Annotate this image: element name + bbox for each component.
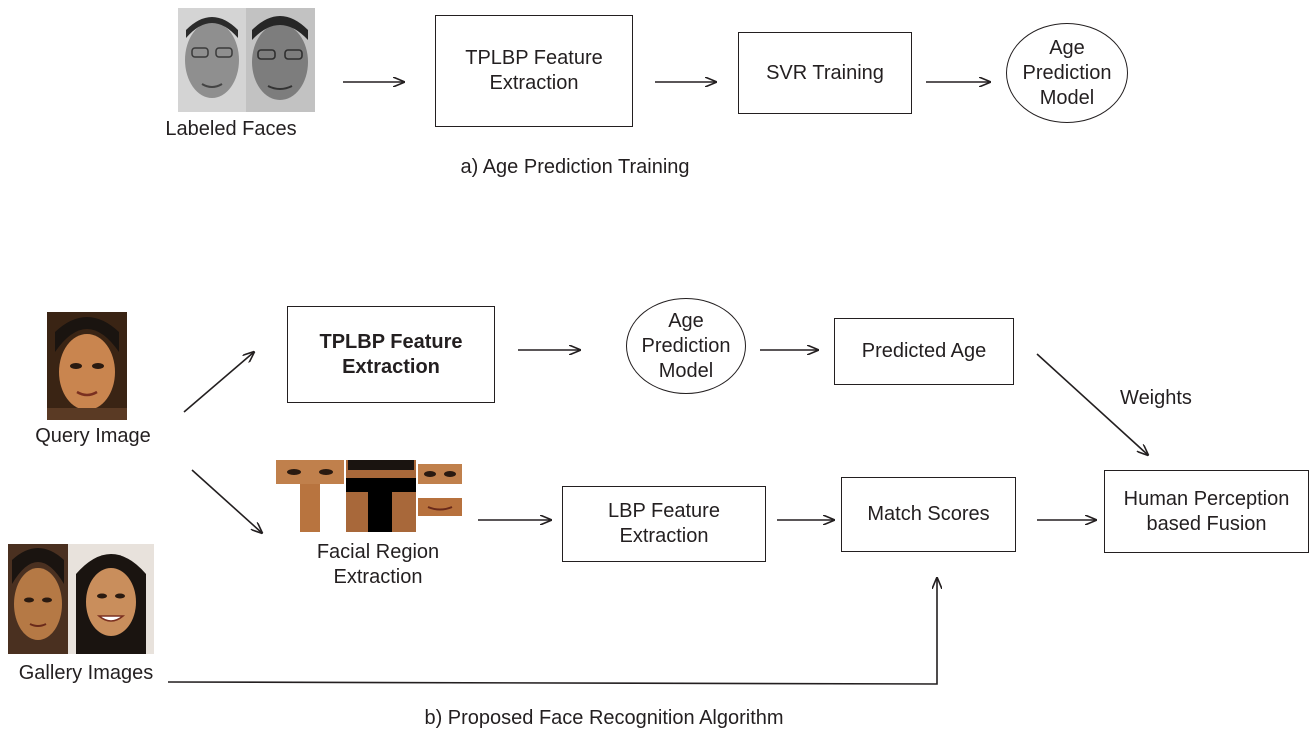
- predicted-age-box: Predicted Age: [834, 318, 1014, 385]
- top-tplbp-line1: TPLBP Feature: [465, 47, 603, 69]
- lbp-box: LBP Feature Extraction: [562, 486, 766, 562]
- match-scores-box: Match Scores: [841, 477, 1016, 552]
- top-model-line1: Age: [1049, 36, 1085, 59]
- bottom-tplbp-line1: TPLBP Feature: [319, 330, 463, 353]
- caption-a: a) Age Prediction Training: [460, 156, 690, 178]
- facial-region-line1: Facial Region: [316, 541, 440, 563]
- top-tplbp-line2: Extraction: [489, 72, 579, 94]
- bottom-model-line3: Model: [658, 359, 714, 382]
- caption-b: b) Proposed Face Recognition Algorithm: [424, 707, 784, 729]
- facial-region-label: Facial Region Extraction: [300, 540, 456, 590]
- arrow-age-to-fusion: [1036, 353, 1148, 455]
- labeled-faces-label: Labeled Faces: [165, 118, 297, 140]
- lbp-line1: LBP Feature: [608, 500, 720, 522]
- bottom-tplbp-box: TPLBP Feature Extraction: [287, 306, 495, 403]
- arrow-query-to-tplbp: [183, 352, 254, 413]
- predicted-age-label: Predicted Age: [861, 340, 987, 362]
- weights-label: Weights: [1120, 387, 1192, 409]
- bottom-model-line2: Prediction: [641, 334, 731, 357]
- bottom-model-ellipse: Age Prediction Model: [626, 298, 746, 394]
- query-image-label: Query Image: [35, 425, 151, 447]
- top-model-ellipse: Age Prediction Model: [1006, 23, 1128, 123]
- lbp-line2: Extraction: [619, 525, 709, 547]
- arrow-gallery-to-match: [167, 578, 937, 685]
- top-model-line3: Model: [1039, 86, 1095, 109]
- gallery-images: [8, 544, 154, 654]
- fusion-line1: Human Perception: [1123, 487, 1290, 510]
- facial-region-line2: Extraction: [333, 566, 423, 588]
- match-scores-label: Match Scores: [867, 503, 990, 525]
- top-model-line2: Prediction: [1022, 61, 1112, 84]
- facial-regions-image: [276, 460, 462, 532]
- bottom-tplbp-line2: Extraction: [342, 355, 440, 378]
- bottom-model-line1: Age: [668, 309, 704, 332]
- arrow-query-to-regions: [191, 469, 262, 533]
- top-tplbp-box: TPLBP Feature Extraction: [435, 15, 633, 127]
- svr-training-box: SVR Training: [738, 32, 912, 114]
- svr-training-label: SVR Training: [766, 61, 884, 84]
- fusion-line2: based Fusion: [1146, 512, 1267, 535]
- query-image: [47, 312, 127, 420]
- labeled-faces-image: [178, 8, 315, 112]
- fusion-box: Human Perception based Fusion: [1104, 470, 1309, 553]
- gallery-images-label: Gallery Images: [18, 662, 154, 684]
